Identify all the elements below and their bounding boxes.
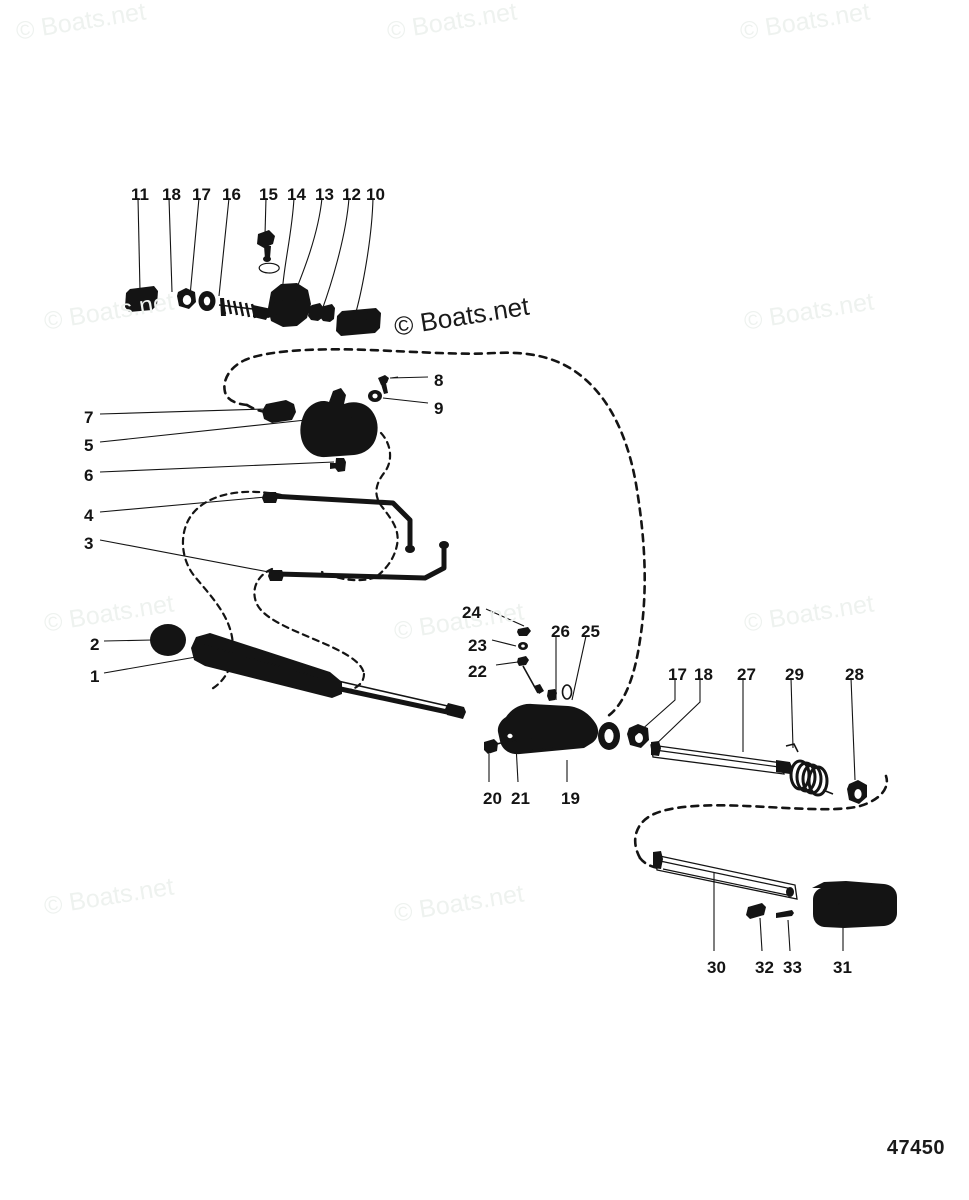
callout-number-5: 5 bbox=[84, 436, 94, 455]
callout-number-21: 21 bbox=[511, 789, 530, 808]
steering-handle bbox=[150, 624, 466, 719]
callout-number-3: 3 bbox=[84, 534, 94, 553]
callout-number-27: 27 bbox=[737, 665, 756, 684]
callout-number-16: 16 bbox=[222, 185, 241, 204]
throttle-assembly bbox=[262, 375, 389, 472]
callout-number-24: 24 bbox=[462, 603, 481, 622]
callout-number-11: 11 bbox=[131, 185, 149, 204]
callout-number-13: 13 bbox=[315, 185, 334, 204]
callout-number-32: 32 bbox=[755, 958, 774, 977]
callout-number-6: 6 bbox=[84, 466, 94, 485]
callout-number-17a: 17 bbox=[192, 185, 211, 204]
callout-number-10: 10 bbox=[366, 185, 385, 204]
callout-number-28: 28 bbox=[845, 665, 864, 684]
callout-number-14: 14 bbox=[287, 185, 306, 204]
callout-number-23: 23 bbox=[468, 636, 487, 655]
callout-number-31: 31 bbox=[833, 958, 852, 977]
callout-number-29: 29 bbox=[785, 665, 804, 684]
callout-number-12: 12 bbox=[342, 185, 361, 204]
callout-number-18b: 18 bbox=[694, 665, 713, 684]
callout-number-26: 26 bbox=[551, 622, 570, 641]
callout-number-18a: 18 bbox=[162, 185, 181, 204]
callout-number-17b: 17 bbox=[668, 665, 687, 684]
callout-number-4: 4 bbox=[84, 506, 94, 525]
top-row-parts bbox=[125, 230, 381, 336]
callout-number-7: 7 bbox=[84, 408, 94, 427]
tiller-assembly bbox=[653, 851, 897, 952]
callout-number-33: 33 bbox=[783, 958, 802, 977]
left-leaders bbox=[99, 376, 429, 674]
callout-number-9: 9 bbox=[434, 399, 444, 418]
callout-number-25: 25 bbox=[581, 622, 600, 641]
callout-number-22: 22 bbox=[468, 662, 487, 681]
callout-number-15: 15 bbox=[259, 185, 278, 204]
top-row-leaders bbox=[137, 197, 374, 313]
callout-number-1: 1 bbox=[90, 667, 100, 686]
callout-number-2: 2 bbox=[90, 635, 100, 654]
sheet-number: 47450 bbox=[886, 1137, 945, 1159]
link-rods bbox=[262, 492, 449, 581]
steering-shaft-assembly bbox=[598, 677, 867, 804]
callout-number-8: 8 bbox=[434, 371, 444, 390]
callout-number-19: 19 bbox=[561, 789, 580, 808]
swivel-bracket-group bbox=[484, 608, 599, 783]
callout-number-20: 20 bbox=[483, 789, 502, 808]
callout-number-30: 30 bbox=[707, 958, 726, 977]
